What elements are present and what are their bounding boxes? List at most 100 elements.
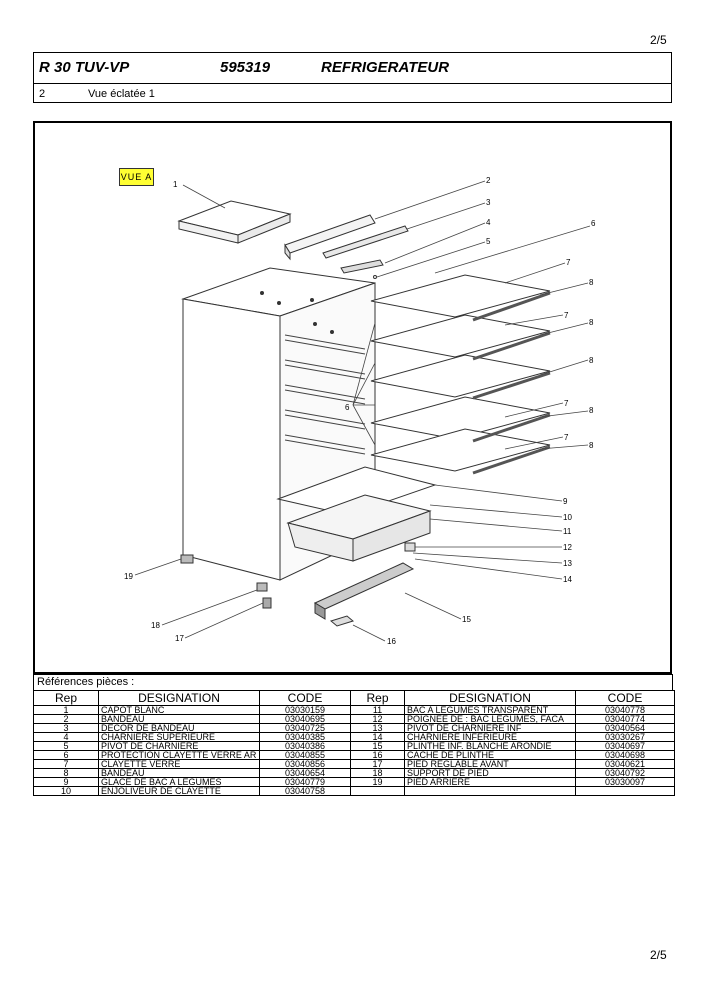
cell-code-2 xyxy=(575,786,675,796)
cell-code: 03040695 xyxy=(259,714,351,724)
cell-code-2: 03040792 xyxy=(575,768,675,778)
cell-code: 03040758 xyxy=(259,786,351,796)
cell-designation: PROTECTION CLAYETTE VERRE AR xyxy=(98,750,260,760)
callout-2: 2 xyxy=(486,176,491,185)
callout-8d: 8 xyxy=(589,406,594,415)
cell-code-2: 03040774 xyxy=(575,714,675,724)
cell-code-2: 03040564 xyxy=(575,723,675,733)
cell-designation: CLAYETTE VERRE xyxy=(98,759,260,769)
callout-9: 9 xyxy=(563,497,568,506)
cell-code-2: 03040698 xyxy=(575,750,675,760)
col-rep-2: Rep xyxy=(350,690,405,706)
cell-designation-2: PIVOT DE CHARNIERE INF xyxy=(404,723,576,733)
callout-3: 3 xyxy=(486,198,491,207)
cell-rep: 3 xyxy=(33,723,99,733)
exploded-view-drawing: 1 2 3 4 5 6 7 8 7 8 8 7 8 7 8 9 10 11 12… xyxy=(124,176,596,646)
section-title: Vue éclatée 1 xyxy=(88,88,155,100)
cell-code-2: 03030267 xyxy=(575,732,675,742)
table-header-row: Rep DESIGNATION CODE Rep DESIGNATION COD… xyxy=(33,690,675,706)
cell-designation-2: CACHE DE PLINTHE xyxy=(404,750,576,760)
cell-designation: DECOR DE BANDEAU xyxy=(98,723,260,733)
document-header: R 30 TUV-VP 595319 REFRIGERATEUR 2 Vue é… xyxy=(33,52,672,103)
cell-rep: 10 xyxy=(33,786,99,796)
callout-18: 18 xyxy=(151,621,160,630)
callout-8c: 8 xyxy=(589,356,594,365)
cell-code: 03040856 xyxy=(259,759,351,769)
cell-rep: 5 xyxy=(33,741,99,751)
callout-7c: 7 xyxy=(564,399,569,408)
callout-6: 6 xyxy=(591,219,596,228)
col-code: CODE xyxy=(259,690,351,706)
cell-rep: 2 xyxy=(33,714,99,724)
cell-designation-2 xyxy=(404,786,576,796)
callout-17: 17 xyxy=(175,634,184,643)
callout-1: 1 xyxy=(173,180,178,189)
callout-8: 8 xyxy=(589,278,594,287)
callout-5: 5 xyxy=(486,237,491,246)
view-label-badge: VUE A xyxy=(119,168,154,186)
product-name: REFRIGERATEUR xyxy=(321,59,450,76)
parts-table: Rep DESIGNATION CODE Rep DESIGNATION COD… xyxy=(33,690,675,796)
col-designation: DESIGNATION xyxy=(98,690,260,706)
callout-19: 19 xyxy=(124,572,133,581)
cell-code-2: 03030097 xyxy=(575,777,675,787)
cell-designation: BANDEAU xyxy=(98,768,260,778)
callout-16: 16 xyxy=(387,637,396,646)
cell-designation: BANDEAU xyxy=(98,714,260,724)
cell-rep: 8 xyxy=(33,768,99,778)
cell-code-2: 03040621 xyxy=(575,759,675,769)
cell-rep: 9 xyxy=(33,777,99,787)
cell-designation-2: PIED REGLABLE AVANT xyxy=(404,759,576,769)
cell-rep: 7 xyxy=(33,759,99,769)
cell-code: 03030159 xyxy=(259,705,351,715)
cell-code-2: 03040697 xyxy=(575,741,675,751)
cell-designation: ENJOLIVEUR DE CLAYETTE xyxy=(98,786,260,796)
cell-designation-2: BAC A LEGUMES TRANSPARENT xyxy=(404,705,576,715)
model-name: R 30 TUV-VP xyxy=(39,59,130,76)
page-number-top: 2/5 xyxy=(650,33,667,47)
cell-rep-2 xyxy=(350,786,405,796)
references-title: Références pièces : xyxy=(33,674,673,690)
callout-7: 7 xyxy=(566,258,571,267)
parts-reference-section: Références pièces : Rep DESIGNATION CODE… xyxy=(33,674,675,796)
page-number-bottom: 2/5 xyxy=(650,948,667,962)
cell-designation-2: POIGNEE DE : BAC LEGUMES, FACA xyxy=(404,714,576,724)
callout-14: 14 xyxy=(563,575,572,584)
cell-rep-2: 11 xyxy=(350,705,405,715)
callout-7b: 7 xyxy=(564,311,569,320)
cell-designation-2: PLINTHE INF. BLANCHE ARONDIE xyxy=(404,741,576,751)
cell-code: 03040855 xyxy=(259,750,351,760)
callout-7d: 7 xyxy=(564,433,569,442)
callout-12: 12 xyxy=(563,543,572,552)
cell-rep: 6 xyxy=(33,750,99,760)
cell-rep-2: 18 xyxy=(350,768,405,778)
cell-code: 03040779 xyxy=(259,777,351,787)
cell-rep-2: 17 xyxy=(350,759,405,769)
col-designation-2: DESIGNATION xyxy=(404,690,576,706)
cell-rep-2: 19 xyxy=(350,777,405,787)
callout-11: 11 xyxy=(563,527,572,536)
callout-6b: 6 xyxy=(345,403,350,412)
cell-rep-2: 16 xyxy=(350,750,405,760)
cell-rep-2: 13 xyxy=(350,723,405,733)
callout-8e: 8 xyxy=(589,441,594,450)
cell-code: 03040386 xyxy=(259,741,351,751)
cell-code: 03040385 xyxy=(259,732,351,742)
callout-10: 10 xyxy=(563,513,572,522)
cell-designation: GLACE DE BAC A LEGUMES xyxy=(98,777,260,787)
cell-code: 03040654 xyxy=(259,768,351,778)
callout-13: 13 xyxy=(563,559,572,568)
cell-rep: 1 xyxy=(33,705,99,715)
callout-8b: 8 xyxy=(589,318,594,327)
cell-designation-2: PIED ARRIERE xyxy=(404,777,576,787)
